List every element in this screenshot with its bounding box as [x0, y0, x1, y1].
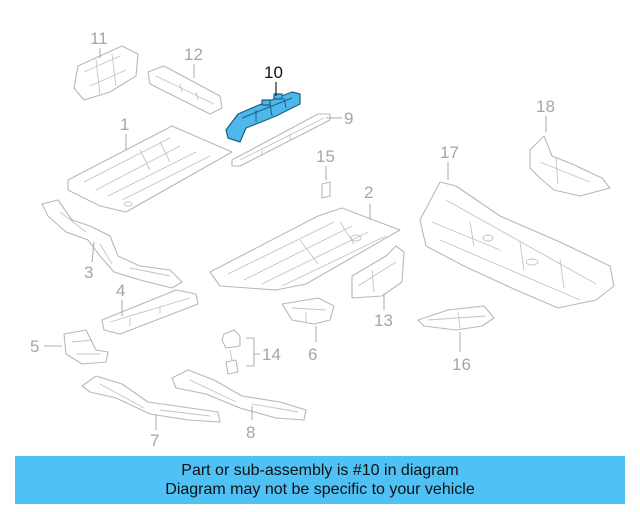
callout-4: 4 — [116, 281, 125, 300]
callout-2: 2 — [364, 183, 373, 202]
part-13[interactable] — [351, 245, 405, 299]
part-9[interactable] — [231, 113, 331, 167]
info-banner: Part or sub-assembly is #10 in diagram D… — [15, 456, 625, 504]
part-10-highlighted[interactable] — [225, 91, 301, 143]
callout-13: 13 — [374, 311, 393, 330]
callout-18: 18 — [536, 97, 555, 116]
callout-8: 8 — [246, 423, 255, 442]
callout-3: 3 — [84, 263, 93, 282]
callout-12: 12 — [184, 45, 203, 64]
callout-14: 14 — [262, 345, 281, 364]
part-15[interactable] — [321, 181, 331, 199]
callout-11: 11 — [90, 29, 108, 48]
part-17[interactable] — [419, 181, 615, 309]
part-4[interactable] — [101, 289, 199, 335]
banner-line-1: Part or sub-assembly is #10 in diagram — [181, 462, 459, 479]
part-6[interactable] — [281, 297, 335, 325]
callout-5: 5 — [30, 337, 39, 356]
parts-diagram: 11 12 10 9 1 3 4 — [30, 29, 615, 450]
part-2[interactable] — [209, 207, 401, 291]
callout-10: 10 — [264, 63, 283, 82]
part-8[interactable] — [171, 369, 307, 421]
part-1[interactable] — [67, 125, 233, 213]
part-7[interactable] — [81, 375, 221, 423]
callout-16: 16 — [452, 355, 471, 374]
part-16[interactable] — [417, 305, 495, 331]
part-14[interactable] — [221, 329, 241, 375]
callout-15: 15 — [316, 147, 335, 166]
callout-1: 1 — [120, 115, 129, 134]
part-11[interactable] — [73, 45, 139, 101]
callout-9: 9 — [344, 109, 353, 128]
part-3[interactable] — [41, 199, 183, 289]
callout-7: 7 — [150, 431, 159, 450]
banner-line-2: Diagram may not be specific to your vehi… — [165, 481, 475, 498]
part-12[interactable] — [147, 65, 223, 115]
part-5[interactable] — [63, 329, 109, 365]
part-18[interactable] — [529, 135, 611, 197]
callout-17: 17 — [440, 143, 459, 162]
callout-6: 6 — [308, 345, 317, 364]
